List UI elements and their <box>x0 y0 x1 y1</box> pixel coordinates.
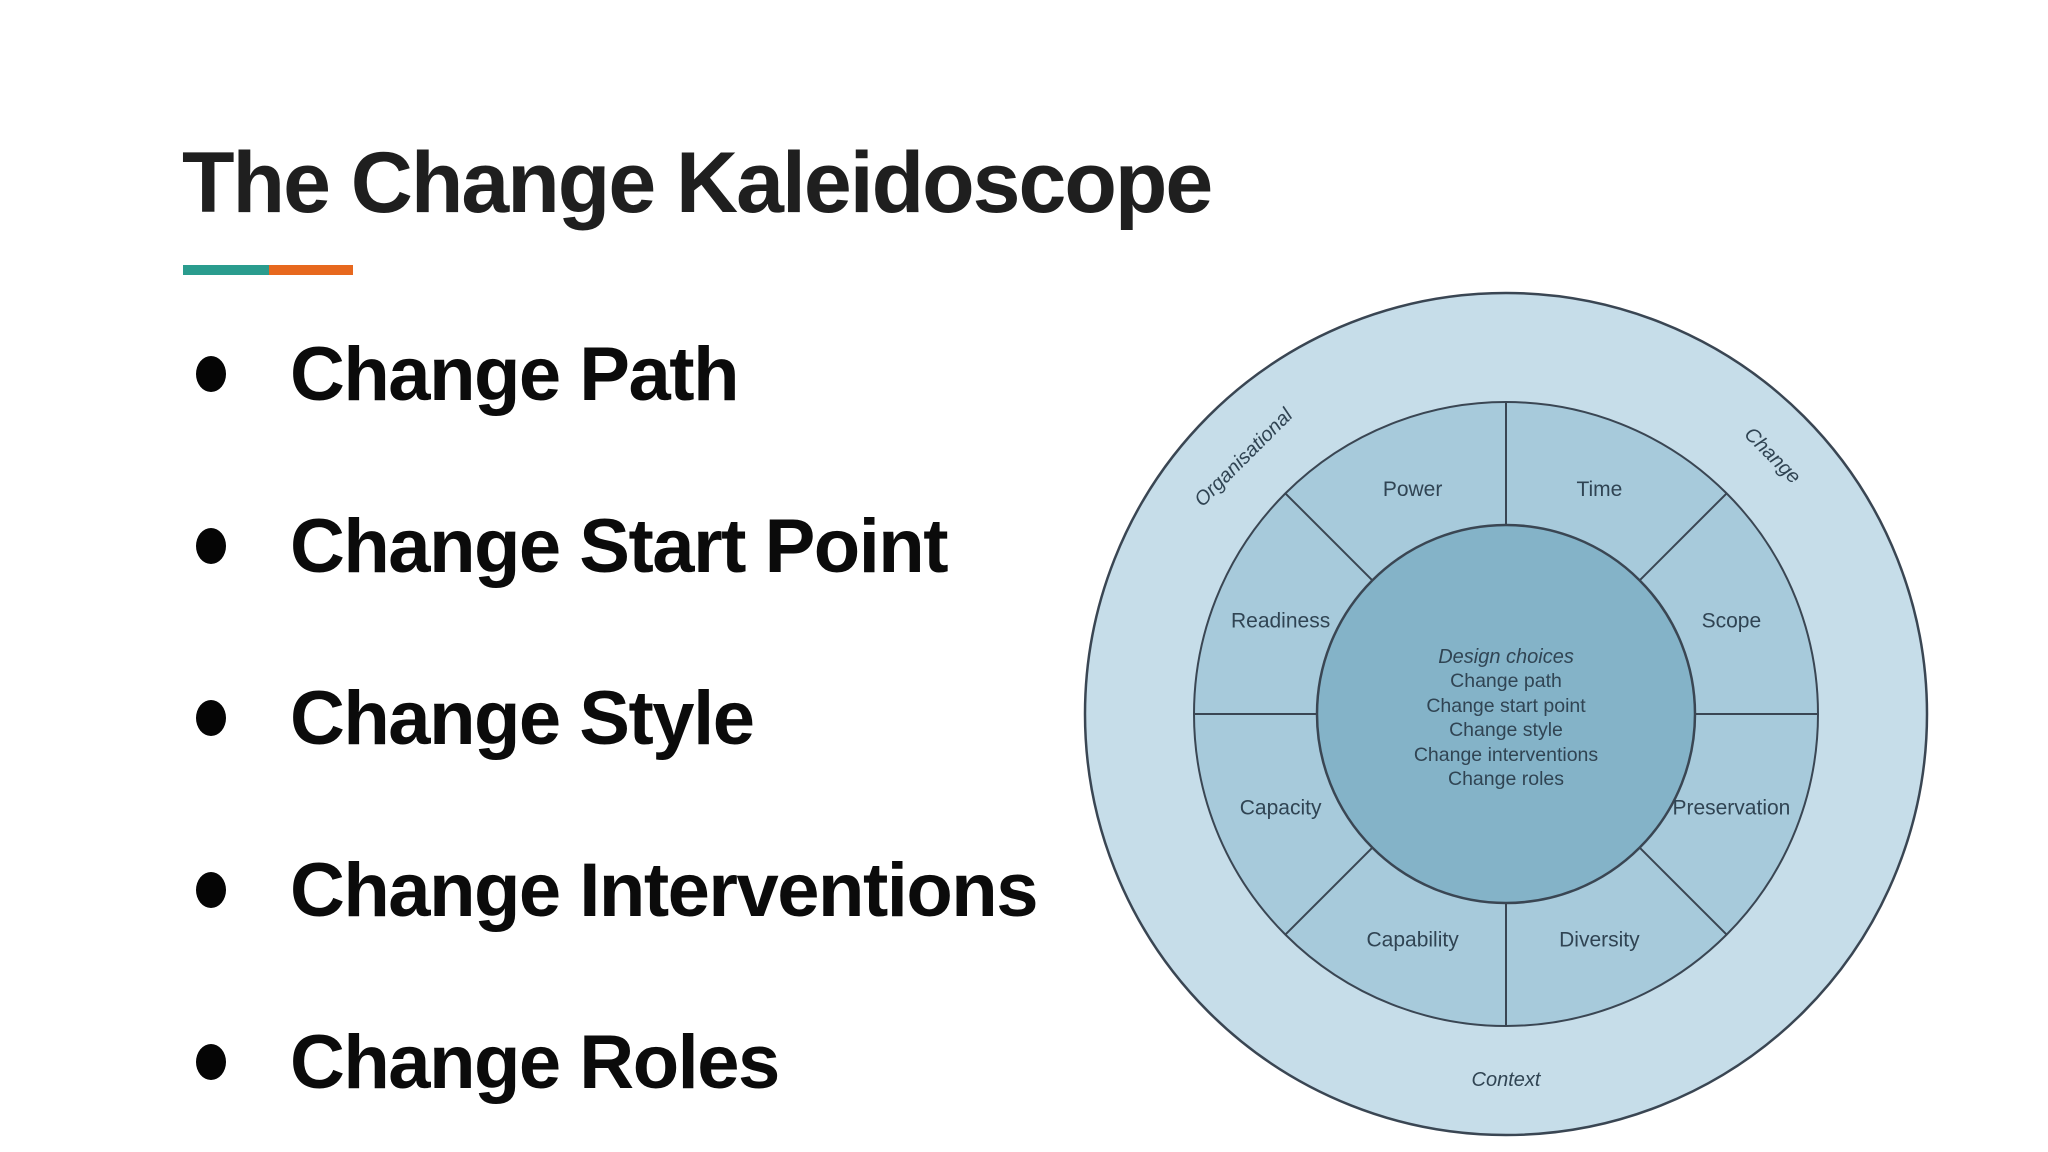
outer-ring-label-context: Context <box>1472 1069 1542 1091</box>
bullet-item: Change Style <box>196 672 755 764</box>
segment-label-capability: Capability <box>1366 928 1459 951</box>
bullet-dot <box>196 872 226 908</box>
bullet-label: Change Start Point <box>290 503 949 589</box>
bullet-label: Change Style <box>290 675 755 761</box>
underline-orange-segment <box>269 265 353 275</box>
segment-dividers <box>1194 402 1818 1026</box>
bullet-dot <box>196 700 226 736</box>
bullet-dot <box>196 528 226 564</box>
bullet-label: Change Path <box>290 331 740 417</box>
kaleidoscope-diagram: Power Time Scope Preservation Diversity … <box>1066 274 1946 1152</box>
segment-label-scope: Scope <box>1702 610 1762 633</box>
underline-teal-segment <box>183 265 269 275</box>
segment-label-capacity: Capacity <box>1240 796 1322 819</box>
title-underline <box>183 265 353 275</box>
segment-divider-line <box>1284 492 1374 582</box>
center-item: Change roles <box>1448 768 1564 790</box>
segment-label-preservation: Preservation <box>1672 796 1790 819</box>
center-item: Change interventions <box>1414 744 1599 766</box>
center-item: Change start point <box>1426 695 1586 717</box>
segment-divider-line <box>1638 846 1728 936</box>
bullet-item: Change Roles <box>196 1016 780 1108</box>
center-item: Change style <box>1449 719 1563 741</box>
bullet-item: Change Start Point <box>196 500 949 592</box>
bullet-label: Change Interventions <box>290 847 1039 933</box>
center-item: Change path <box>1450 670 1562 692</box>
page-title: The Change Kaleidoscope <box>182 135 1213 231</box>
segment-label-power: Power <box>1383 478 1443 501</box>
kaleidoscope-svg: Power Time Scope Preservation Diversity … <box>1083 291 1929 1137</box>
bullet-label: Change Roles <box>290 1019 780 1105</box>
segment-divider-line <box>1638 492 1728 582</box>
segment-label-readiness: Readiness <box>1231 610 1330 633</box>
center-heading: Design choices <box>1438 646 1574 668</box>
bullet-item: Change Path <box>196 328 740 420</box>
inner-circle <box>1315 523 1697 905</box>
segment-divider-line <box>1284 846 1374 936</box>
segment-label-diversity: Diversity <box>1559 928 1640 951</box>
bullet-dot <box>196 356 226 392</box>
segment-label-time: Time <box>1576 478 1622 501</box>
bullet-dot <box>196 1044 226 1080</box>
bullet-item: Change Interventions <box>196 844 1039 936</box>
